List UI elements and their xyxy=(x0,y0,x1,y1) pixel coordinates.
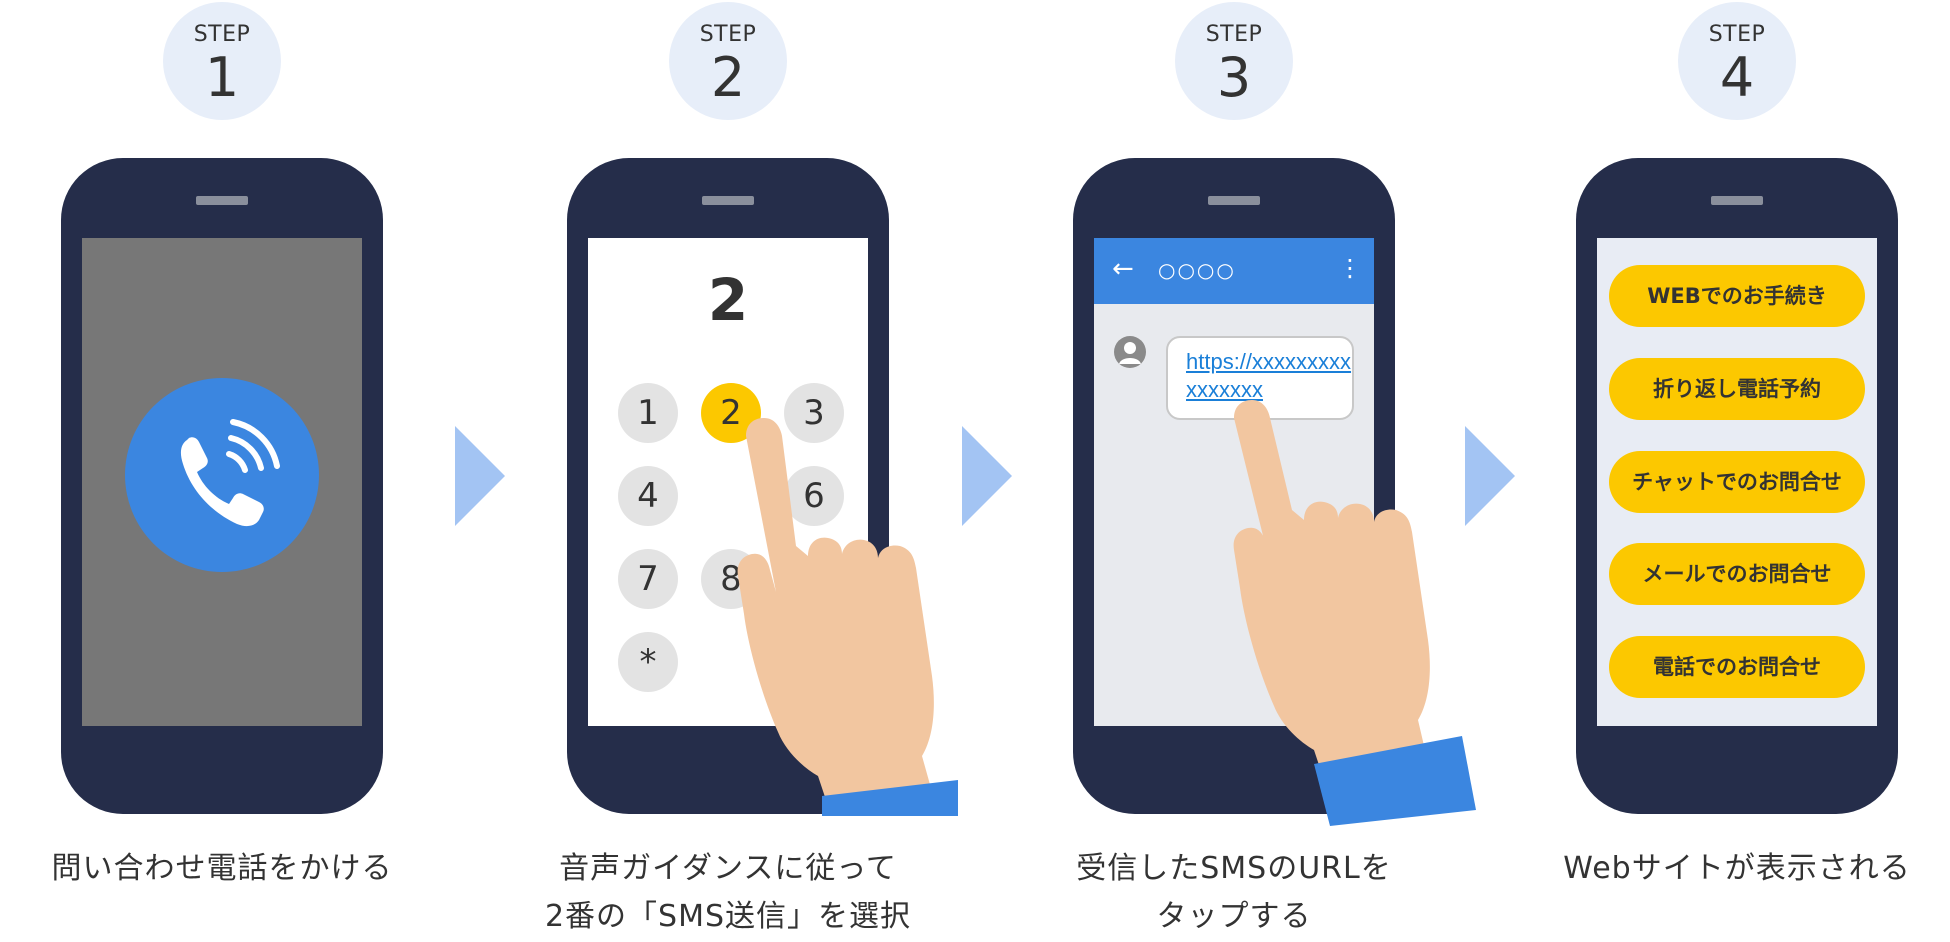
phone-1 xyxy=(61,158,383,814)
step-2: STEP 2 2 1 2 3 4 6 7 8 * 音声ガイダンスに従って 2番の… xyxy=(478,0,978,942)
step-badge-2: STEP 2 xyxy=(669,2,787,120)
step-badge-4: STEP 4 xyxy=(1678,2,1796,120)
phone-speaker xyxy=(1711,196,1763,205)
sms-header-bar: ← ○○○○ ⋮ xyxy=(1094,238,1374,304)
caption-line: Webサイトが表示される xyxy=(1487,845,1950,893)
more-menu-icon[interactable]: ⋮ xyxy=(1338,254,1362,282)
caption-line: 問い合わせ電話をかける xyxy=(0,845,472,893)
step-number: 1 xyxy=(163,51,281,105)
step-4: STEP 4 WEBでのお手続き 折り返し電話予約 チャットでのお問合せ メール… xyxy=(1487,0,1950,942)
phone-speaker xyxy=(1208,196,1260,205)
web-procedure-button[interactable]: WEBでのお手続き xyxy=(1609,265,1865,327)
hand-pointing-icon xyxy=(658,396,958,816)
step-3: STEP 3 ← ○○○○ ⋮ https://xxxxxxxxxxxxxxxx… xyxy=(984,0,1484,942)
step-label: STEP xyxy=(163,2,281,47)
phone-screen-website: WEBでのお手続き 折り返し電話予約 チャットでのお問合せ メールでのお問合せ … xyxy=(1597,238,1877,726)
step-label: STEP xyxy=(669,2,787,47)
hand-pointing-icon xyxy=(1180,380,1480,830)
dial-display: 2 xyxy=(588,266,868,334)
caption-line: 音声ガイダンスに従って xyxy=(478,845,978,893)
step-number: 2 xyxy=(669,51,787,105)
chat-inquiry-button[interactable]: チャットでのお問合せ xyxy=(1609,451,1865,513)
mail-inquiry-button[interactable]: メールでのお問合せ xyxy=(1609,543,1865,605)
step-number: 4 xyxy=(1678,51,1796,105)
step-caption-2: 音声ガイダンスに従って 2番の「SMS送信」を選択 xyxy=(478,845,978,941)
caption-line: タップする xyxy=(984,893,1484,941)
phone-screen-incoming-call xyxy=(82,238,362,726)
step-badge-1: STEP 1 xyxy=(163,2,281,120)
phone-4: WEBでのお手続き 折り返し電話予約 チャットでのお問合せ メールでのお問合せ … xyxy=(1576,158,1898,814)
caption-line: 受信したSMSのURLを xyxy=(984,845,1484,893)
step-number: 3 xyxy=(1175,51,1293,105)
step-1: STEP 1 問い合わせ電話をかける xyxy=(0,0,472,942)
step-label: STEP xyxy=(1175,2,1293,47)
step-caption-1: 問い合わせ電話をかける xyxy=(0,845,472,893)
phone-call-icon[interactable] xyxy=(125,378,319,572)
phone-speaker xyxy=(702,196,754,205)
step-badge-3: STEP 3 xyxy=(1175,2,1293,120)
caption-line: 2番の「SMS送信」を選択 xyxy=(478,893,978,941)
step-label: STEP xyxy=(1678,2,1796,47)
back-arrow-icon[interactable]: ← xyxy=(1112,254,1134,284)
avatar-icon xyxy=(1114,336,1146,368)
step-caption-4: Webサイトが表示される xyxy=(1487,845,1950,893)
phone-speaker xyxy=(196,196,248,205)
step-caption-3: 受信したSMSのURLを タップする xyxy=(984,845,1484,941)
sms-sender-name: ○○○○ xyxy=(1158,258,1236,282)
phone-inquiry-button[interactable]: 電話でのお問合せ xyxy=(1609,636,1865,698)
callback-reservation-button[interactable]: 折り返し電話予約 xyxy=(1609,358,1865,420)
